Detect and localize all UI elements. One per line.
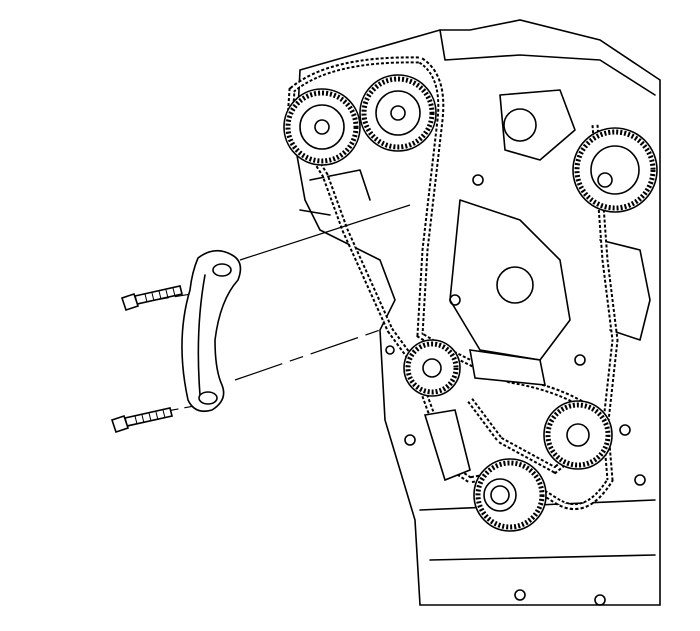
bolt-upper — [120, 285, 183, 312]
camshaft-sprocket-right — [572, 127, 658, 213]
crankshaft-sprocket — [473, 400, 613, 532]
chain-tensioner — [423, 349, 546, 482]
timing-chain-guide — [181, 249, 242, 413]
camshaft-sprocket-center — [359, 74, 437, 152]
camshaft-sprocket-left — [283, 88, 361, 166]
idler-sprocket — [403, 339, 461, 397]
bolt-lower — [110, 407, 173, 434]
